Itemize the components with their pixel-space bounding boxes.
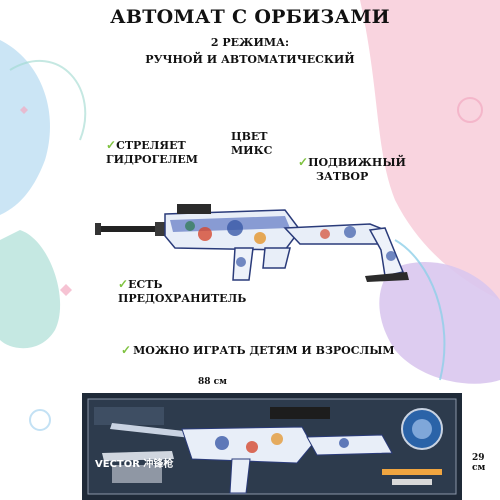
height-dimension: 29 см	[472, 453, 486, 473]
feature-safety: ✓ЕСТЬ ПРЕДОХРАНИТЕЛЬ	[118, 277, 246, 306]
width-dimension: 88 см	[198, 377, 227, 387]
feature-age-text: МОЖНО ИГРАТЬ ДЕТЯМ И ВЗРОСЛЫМ	[133, 344, 395, 357]
feature-color-line2: МИКС	[231, 144, 273, 157]
toy-gun-image	[95, 204, 409, 282]
feature-safety-line2: ПРЕДОХРАНИТЕЛЬ	[118, 292, 247, 305]
feature-hydrogel-line1: СТРЕЛЯЕТ	[116, 139, 186, 152]
feature-color: ЦВЕТ МИКС	[231, 130, 272, 158]
feature-hydrogel: ✓СТРЕЛЯЕТ ГИДРОГЕЛЕМ	[106, 138, 198, 167]
package-image	[82, 393, 462, 500]
modes-subtitle: 2 РЕЖИМА:	[210, 36, 290, 49]
modes-description: РУЧНОЙ И АВТОМАТИЧЕСКИЙ	[145, 53, 355, 66]
package-brand-text: VECTOR	[95, 459, 140, 470]
page-title: АВТОМАТ С ОРБИЗАМИ	[110, 6, 390, 28]
feature-bolt-line1: ПОДВИЖНЫЙ	[308, 156, 406, 169]
feature-bolt-line2: ЗАТВОР	[316, 170, 369, 183]
check-icon: ✓	[298, 155, 309, 169]
package-brand-cn: 冲锋枪	[143, 459, 174, 470]
feature-age: ✓МОЖНО ИГРАТЬ ДЕТЯМ И ВЗРОСЛЫМ	[121, 343, 395, 358]
check-icon: ✓	[106, 138, 117, 152]
feature-bolt: ✓ПОДВИЖНЫЙ ЗАТВОР	[298, 155, 406, 184]
check-icon: ✓	[121, 343, 132, 357]
package-brand: VECTOR 冲锋枪	[95, 455, 173, 470]
feature-safety-line1: ЕСТЬ	[128, 278, 163, 291]
feature-hydrogel-line2: ГИДРОГЕЛЕМ	[106, 153, 198, 166]
check-icon: ✓	[118, 277, 129, 291]
feature-color-line1: ЦВЕТ	[231, 130, 268, 143]
